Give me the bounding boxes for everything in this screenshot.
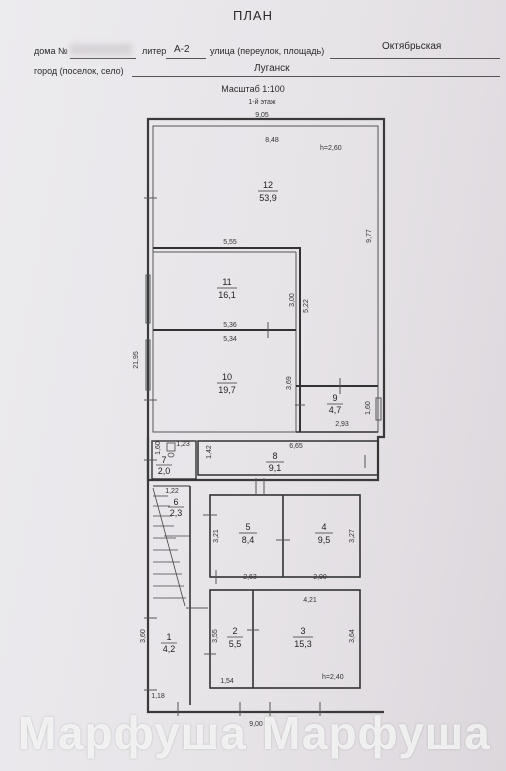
dim-300: 3,00 bbox=[289, 293, 296, 307]
room-4-label: 4 9,5 bbox=[315, 522, 333, 545]
room-1-label: 1 4,2 bbox=[161, 632, 177, 654]
liter-value: А-2 bbox=[174, 44, 190, 55]
redacted-house-number bbox=[70, 44, 132, 55]
room-10-label: 10 19,7 bbox=[217, 372, 237, 395]
dim-665: 6,65 bbox=[289, 443, 303, 450]
room-6-label: 6 2,3 bbox=[168, 497, 184, 518]
dim-369: 3,69 bbox=[286, 376, 293, 390]
dim-floor: 1-й этаж bbox=[248, 98, 276, 106]
svg-text:2,3: 2,3 bbox=[170, 508, 183, 518]
svg-text:6: 6 bbox=[173, 497, 178, 507]
svg-text:5: 5 bbox=[245, 522, 250, 532]
dim-327: 3,27 bbox=[349, 529, 356, 543]
scale-label: Масштаб 1:100 bbox=[221, 84, 285, 94]
room-8-label: 8 9,1 bbox=[266, 451, 284, 473]
dim-321: 3,21 bbox=[213, 529, 220, 543]
svg-text:16,1: 16,1 bbox=[218, 290, 236, 300]
street-blank bbox=[330, 58, 500, 59]
svg-text:19,7: 19,7 bbox=[218, 385, 236, 395]
window-marks bbox=[144, 197, 382, 716]
dim-360: 3,60 bbox=[140, 629, 147, 643]
watermark-right: Марфуша bbox=[262, 707, 491, 759]
room-8-walls bbox=[197, 440, 379, 476]
room-9-label: 9 4,7 bbox=[327, 393, 343, 415]
dim-h-260: h=2,60 bbox=[320, 145, 342, 152]
svg-text:2: 2 bbox=[232, 626, 237, 636]
street-label: улица (переулок, площадь) bbox=[210, 46, 325, 56]
dim-142: 1,42 bbox=[206, 445, 213, 459]
dim-364: 3,64 bbox=[349, 629, 356, 643]
city-blank bbox=[132, 76, 500, 77]
dim-263: 2,63 bbox=[243, 574, 257, 581]
svg-text:7: 7 bbox=[161, 455, 166, 465]
dim-118: 1,18 bbox=[151, 693, 165, 700]
dim-154: 1,54 bbox=[220, 678, 234, 685]
room-3-label: 3 15,3 bbox=[293, 626, 313, 649]
room-12-label: 12 53,9 bbox=[258, 180, 278, 203]
room-11-label: 11 16,1 bbox=[217, 277, 237, 300]
svg-text:9,5: 9,5 bbox=[318, 535, 331, 545]
svg-text:4: 4 bbox=[321, 522, 326, 532]
rooms-2-3-walls bbox=[209, 589, 361, 689]
wall-room-11 bbox=[153, 247, 301, 432]
outer-wall-lower bbox=[146, 437, 384, 714]
dim-bottom-width: 9,00 bbox=[249, 721, 263, 728]
dim-293: 2,93 bbox=[335, 421, 349, 428]
dim-122: 1,22 bbox=[165, 488, 179, 495]
dim-977: 9,77 bbox=[366, 229, 373, 243]
house-number-blank bbox=[70, 58, 136, 59]
dim-160-left: 1,60 bbox=[155, 441, 162, 455]
liter-label: литер bbox=[142, 46, 167, 56]
city-label: город (поселок, село) bbox=[34, 66, 124, 76]
room-5-label: 5 8,4 bbox=[239, 522, 257, 545]
svg-text:9: 9 bbox=[332, 393, 337, 403]
dim-h-240: h=2,40 bbox=[322, 674, 344, 681]
dim-123: 1,23 bbox=[176, 441, 190, 448]
dim-290: 2,90 bbox=[313, 574, 327, 581]
svg-text:8: 8 bbox=[272, 451, 277, 461]
svg-text:1: 1 bbox=[166, 632, 171, 642]
svg-text:4,7: 4,7 bbox=[329, 405, 342, 415]
svg-text:53,9: 53,9 bbox=[259, 193, 277, 203]
liter-blank bbox=[166, 58, 206, 59]
dim-522: 5,22 bbox=[303, 299, 310, 313]
svg-text:2,0: 2,0 bbox=[158, 466, 171, 476]
stair-steps bbox=[152, 487, 190, 607]
room-7-label: 7 2,0 bbox=[156, 455, 172, 476]
street-value: Октябрьская bbox=[382, 41, 442, 52]
dim-top-width: 9,05 bbox=[255, 112, 269, 119]
svg-text:9,1: 9,1 bbox=[269, 463, 282, 473]
svg-text:3: 3 bbox=[300, 626, 305, 636]
svg-text:4,2: 4,2 bbox=[163, 644, 176, 654]
toilet-icon bbox=[166, 442, 176, 452]
svg-text:8,4: 8,4 bbox=[242, 535, 255, 545]
inner-wall-line bbox=[152, 125, 379, 433]
svg-text:12: 12 bbox=[263, 180, 273, 190]
svg-text:5,5: 5,5 bbox=[229, 639, 242, 649]
dim-355: 3,55 bbox=[212, 629, 219, 643]
dim-555: 5,55 bbox=[223, 239, 237, 246]
svg-text:10: 10 bbox=[222, 372, 232, 382]
dim-534: 5,34 bbox=[223, 336, 237, 343]
dim-421: 4,21 bbox=[303, 597, 317, 604]
rooms-5-4-walls bbox=[209, 494, 361, 578]
dim-536: 5,36 bbox=[223, 322, 237, 329]
svg-text:15,3: 15,3 bbox=[294, 639, 312, 649]
watermark-left: Марфуша bbox=[18, 707, 247, 759]
dim-848: 8,48 bbox=[265, 137, 279, 144]
plan-title: ПЛАН bbox=[233, 8, 273, 23]
city-value: Луганск bbox=[254, 63, 290, 74]
dim-160-right: 1,60 bbox=[365, 401, 372, 415]
house-label: дома № bbox=[34, 46, 68, 56]
dim-2195: 21,95 bbox=[133, 351, 140, 369]
svg-text:11: 11 bbox=[222, 277, 231, 287]
room-2-label: 2 5,5 bbox=[227, 626, 243, 649]
